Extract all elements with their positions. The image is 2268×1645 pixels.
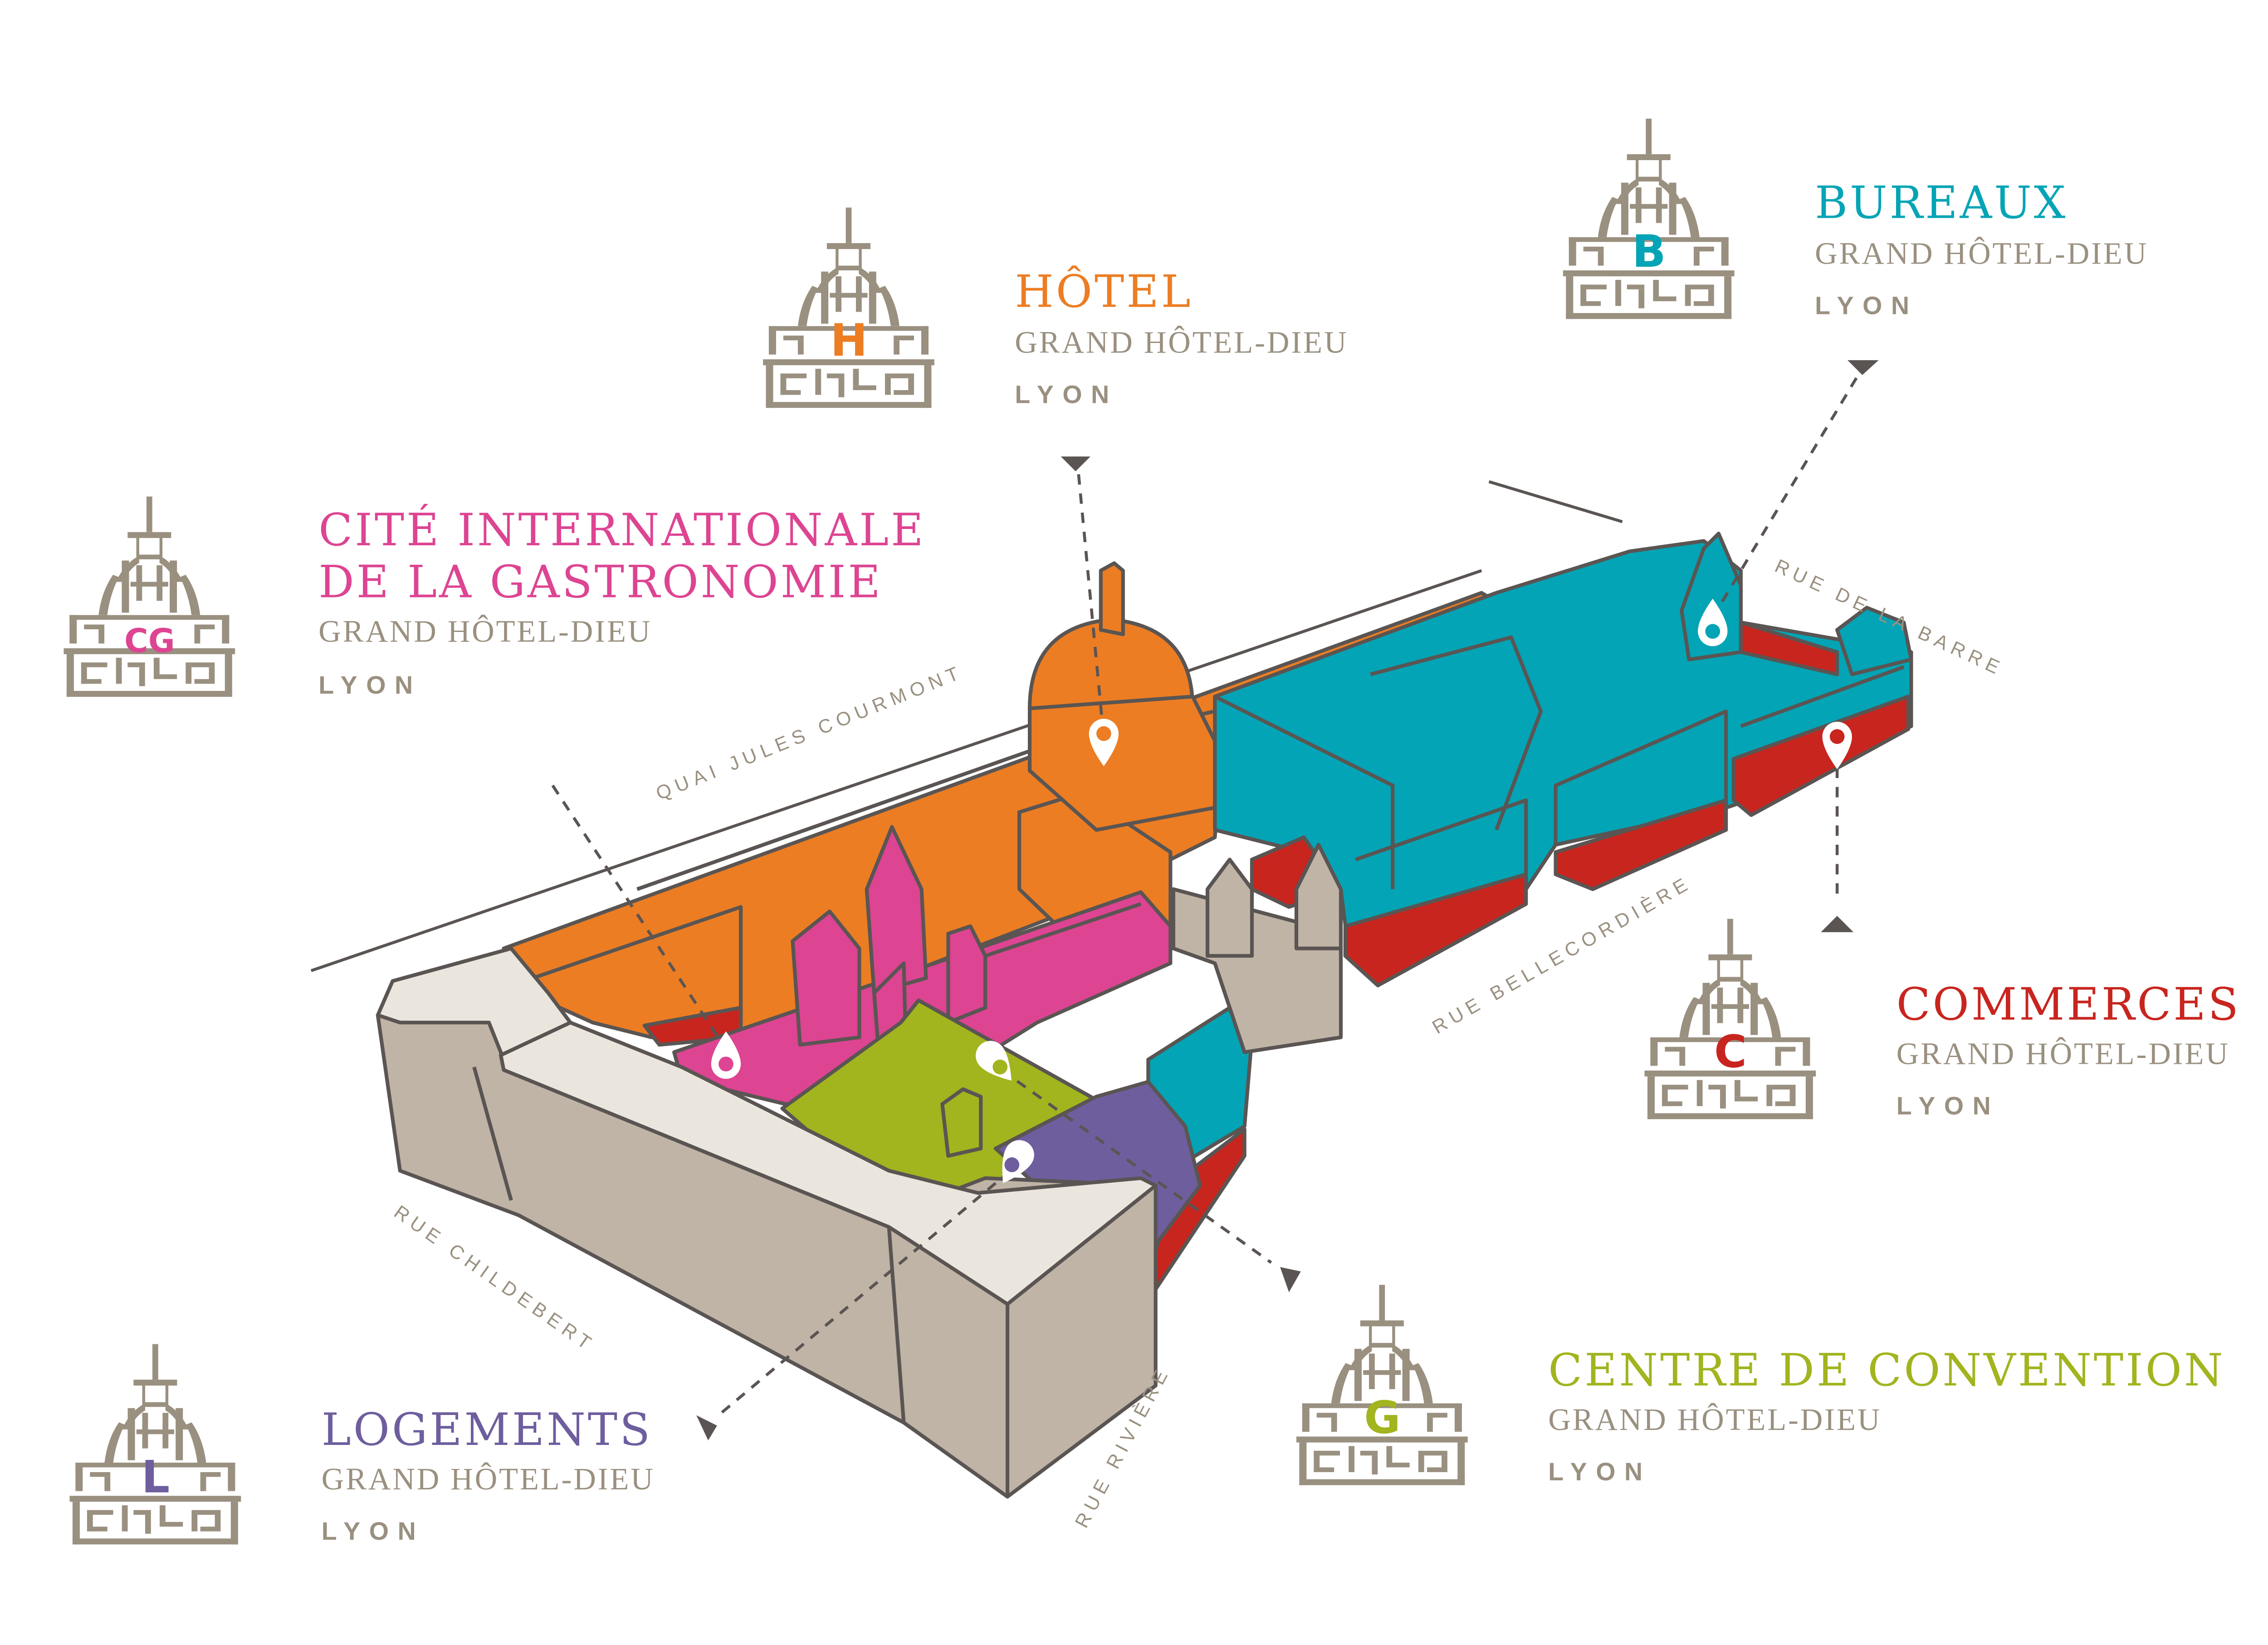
- section-title: LOGEMENTS: [322, 1404, 652, 1456]
- pointer-triangle-icon: [1280, 1267, 1301, 1292]
- section-subtitle: GRAND HÔTEL-DIEU: [318, 614, 652, 649]
- pointer-triangle-icon: [1847, 360, 1879, 375]
- section-title: CITÉ INTERNATIONALE: [318, 504, 925, 556]
- section-subtitle: GRAND HÔTEL-DIEU: [1897, 1036, 2230, 1071]
- section-title: COMMERCES: [1897, 979, 2241, 1030]
- hotel-dieu-logo-icon: [1563, 118, 1735, 319]
- leader-logements: [696, 1170, 1012, 1441]
- logo-letter: C: [1714, 1026, 1747, 1078]
- section-city: LYON: [322, 1517, 425, 1545]
- logo-letter: B: [1632, 226, 1666, 278]
- street-edge-line: [1488, 480, 1623, 524]
- logo-letter: G: [1364, 1392, 1400, 1444]
- leader-commerces: [1821, 768, 1854, 932]
- legend-cite: CG CITÉ INTERNATIONALE DE LA GASTRONOMIE…: [64, 496, 925, 699]
- logo-letter: H: [831, 315, 868, 367]
- section-title: CENTRE DE CONVENTION: [1548, 1345, 2225, 1396]
- pointer-triangle-icon: [1061, 456, 1090, 471]
- legend-bureaux: B BUREAUX GRAND HÔTEL-DIEU LYON: [1563, 118, 2148, 320]
- legend-commerces: C COMMERCES GRAND HÔTEL-DIEU LYON: [1644, 919, 2241, 1120]
- pointer-triangle-icon: [696, 1415, 717, 1441]
- pin-centre-icon[interactable]: [970, 1035, 1023, 1090]
- section-title: BUREAUX: [1815, 177, 2068, 229]
- pin-cite-icon[interactable]: [711, 1031, 741, 1079]
- section-subtitle: GRAND HÔTEL-DIEU: [1815, 236, 2148, 271]
- building-gatehouse: [1171, 842, 1343, 1054]
- section-city: LYON: [1015, 381, 1118, 409]
- building-commerces[interactable]: [642, 620, 1910, 1291]
- section-subtitle: GRAND HÔTEL-DIEU: [1548, 1402, 1882, 1437]
- pin-bureaux-icon[interactable]: [1698, 598, 1728, 646]
- section-city: LYON: [1815, 292, 1918, 320]
- section-subtitle: GRAND HÔTEL-DIEU: [322, 1462, 655, 1496]
- legend-centre: G CENTRE DE CONVENTION GRAND HÔTEL-DIEU …: [1296, 1285, 2225, 1486]
- section-city: LYON: [1897, 1092, 2000, 1120]
- section-city: LYON: [318, 671, 422, 699]
- leader-cite: [551, 784, 724, 1046]
- hotel-dieu-logo-icon: [1296, 1285, 1468, 1485]
- building-stone-wing: [376, 946, 1158, 1499]
- legend-hotel: H HÔTEL GRAND HÔTEL-DIEU LYON: [763, 207, 1348, 409]
- section-subtitle: GRAND HÔTEL-DIEU: [1015, 325, 1348, 360]
- street-edge-line: [310, 569, 1482, 972]
- pin-commerces-icon[interactable]: [1822, 721, 1852, 769]
- leader-centre: [1001, 1068, 1301, 1292]
- leader-bureaux: [1717, 360, 1879, 609]
- hotel-dieu-logo-icon: [64, 496, 235, 697]
- section-title: DE LA GASTRONOMIE: [318, 557, 883, 608]
- hotel-dieu-logo-icon: [69, 1344, 241, 1545]
- hotel-dieu-logo-icon: [763, 207, 934, 408]
- hotel-dieu-logo-icon: [1644, 919, 1816, 1119]
- pointer-triangle-icon: [1821, 916, 1854, 932]
- leader-hotel: [1061, 456, 1105, 739]
- pin-logements-icon[interactable]: [990, 1135, 1040, 1190]
- legend-logements: L LOGEMENTS GRAND HÔTEL-DIEU LYON: [69, 1344, 655, 1545]
- street-label-quai: QUAI JULES COURMONT: [653, 661, 966, 804]
- logo-letter: L: [142, 1451, 170, 1503]
- section-city: LYON: [1548, 1458, 1652, 1486]
- logo-letter: CG: [124, 622, 175, 660]
- section-title: HÔTEL: [1015, 265, 1193, 318]
- pin-hotel-icon[interactable]: [1089, 719, 1119, 766]
